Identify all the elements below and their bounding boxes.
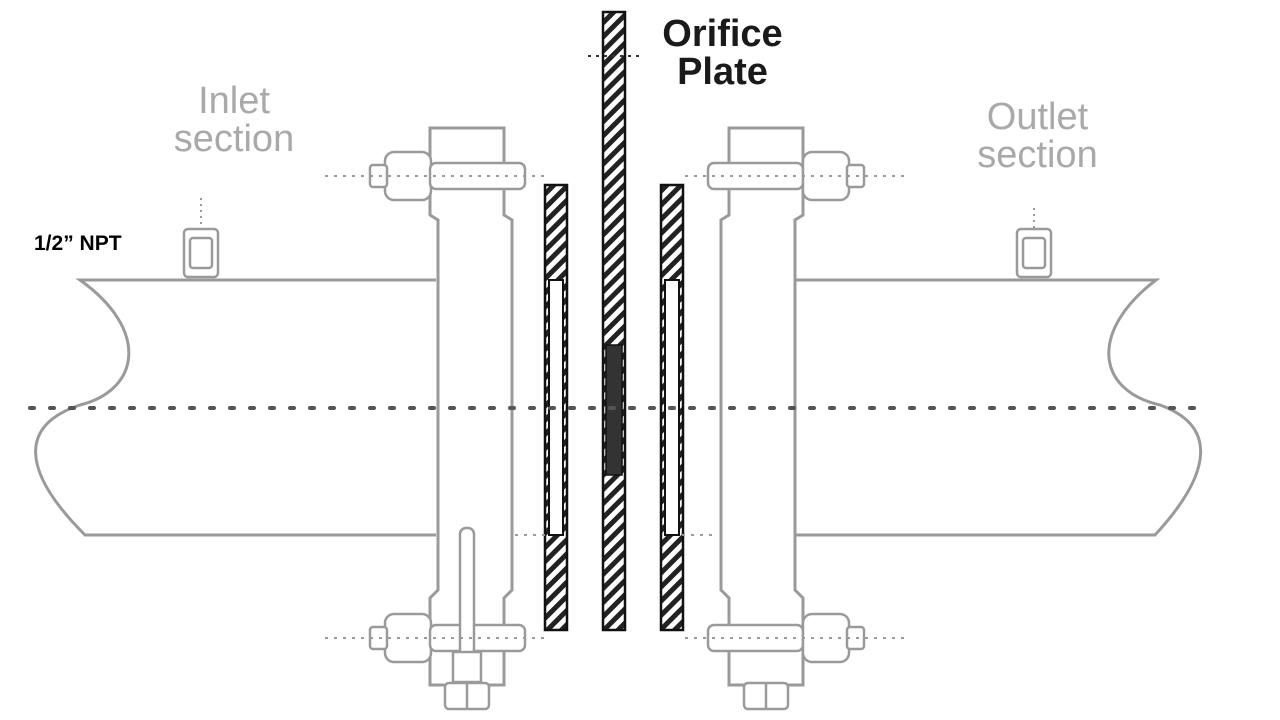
orifice-label-line1: Orifice bbox=[662, 13, 783, 55]
outlet-pressure-tap bbox=[1015, 208, 1053, 279]
orifice-plate-label: Orifice Plate bbox=[640, 15, 805, 91]
top-left-bolt bbox=[368, 150, 527, 202]
drain-pin bbox=[443, 526, 491, 711]
orifice-plate bbox=[601, 10, 627, 632]
inlet-section-label: Inlet section bbox=[152, 82, 316, 158]
left-gasket bbox=[543, 183, 569, 632]
outlet-bottom-nut bbox=[742, 681, 790, 711]
outlet-label-line2: section bbox=[977, 134, 1098, 176]
inlet-label-line2: section bbox=[173, 118, 295, 160]
outlet-pipe bbox=[796, 278, 1203, 537]
inlet-pressure-tap bbox=[182, 198, 220, 279]
inlet-label-line1: Inlet bbox=[198, 80, 270, 122]
reference-lines bbox=[28, 55, 1207, 639]
bottom-right-bolt bbox=[706, 612, 866, 664]
inlet-pipe bbox=[34, 278, 436, 537]
outlet-section-label: Outlet section bbox=[955, 98, 1120, 174]
npt-label: 1/2” NPT bbox=[34, 232, 122, 255]
top-right-bolt bbox=[706, 150, 866, 202]
outlet-flange bbox=[719, 126, 805, 687]
orifice-label-line2: Plate bbox=[677, 51, 768, 93]
outlet-label-line1: Outlet bbox=[986, 96, 1089, 138]
